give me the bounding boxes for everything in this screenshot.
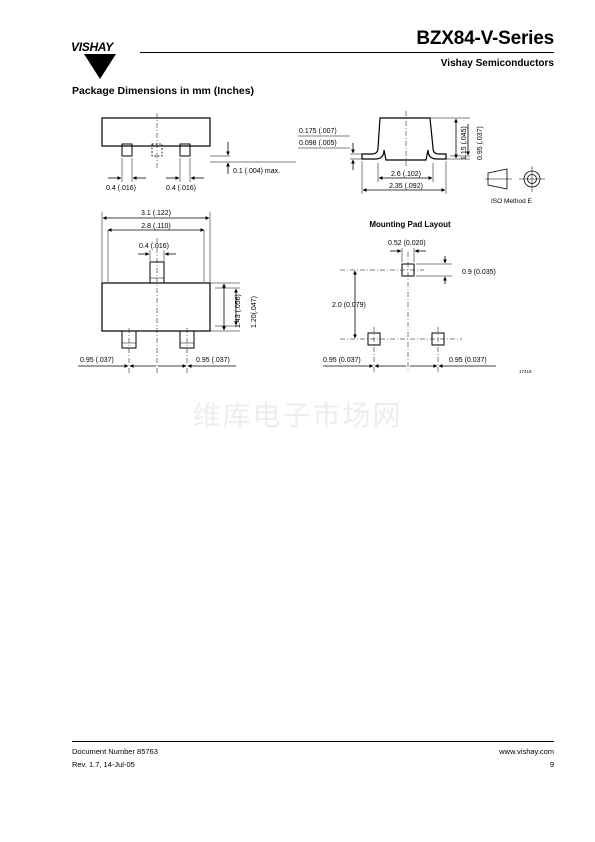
side-width-min-label: 2.35 (.092) bbox=[389, 183, 423, 190]
section-heading: Package Dimensions in mm (Inches) bbox=[72, 85, 255, 97]
bottom-pitch-left-label: 0.95 (.037) bbox=[80, 357, 114, 364]
pad-pitch-left-label: 0.95 (0.037) bbox=[323, 357, 361, 364]
body-length-max-label: 3.1 (.122) bbox=[141, 210, 171, 217]
logo-text: VISHAY bbox=[71, 40, 114, 54]
side-view bbox=[298, 111, 470, 194]
footer-rule bbox=[72, 741, 554, 742]
side-height-min-label: 0.95 (.037) bbox=[477, 126, 484, 160]
company-name: Vishay Semiconductors bbox=[440, 58, 554, 69]
body-width-min-label: 1.20(.047) bbox=[251, 296, 258, 328]
top-lead-width-left-label: 0.4 (.016) bbox=[106, 185, 136, 192]
body-length-min-label: 2.8 (.110) bbox=[141, 223, 170, 230]
body-width-max-label: 1.43 (.056) bbox=[235, 294, 242, 328]
revision-date: Rev. 1.7, 14-Jul-05 bbox=[72, 760, 135, 769]
bottom-view bbox=[78, 212, 240, 375]
side-view-body bbox=[361, 117, 447, 161]
document-number: Document Number 85763 bbox=[72, 747, 158, 756]
bottom-lead-width-label: 0.4 (.016) bbox=[139, 243, 169, 250]
document-title: BZX84-V-Series bbox=[416, 28, 554, 49]
mounting-pad-layout bbox=[323, 248, 496, 372]
row-spacing-label: 2.0 (0.079) bbox=[332, 302, 366, 309]
pad-pitch-right-label: 0.95 (0.037) bbox=[449, 357, 487, 364]
side-width-max-label: 2.6 (.102) bbox=[391, 171, 421, 178]
mounting-pad-title: Mounting Pad Layout bbox=[369, 220, 451, 229]
watermark-text: 维库电子市场网 bbox=[192, 399, 403, 432]
page-number: 9 bbox=[549, 760, 554, 769]
top-view-body bbox=[101, 117, 211, 147]
top-view bbox=[101, 113, 296, 182]
drawing-number: 17418 bbox=[519, 369, 532, 374]
bottom-view-body bbox=[101, 282, 211, 332]
iso-method-label: ISO Method E bbox=[491, 198, 532, 205]
pad-width-label: 0.52 (0.020) bbox=[388, 240, 426, 247]
header-rule bbox=[140, 52, 554, 53]
top-view-lead-right bbox=[179, 143, 191, 157]
side-lead-thickness-min-label: 0.098 (.005) bbox=[299, 140, 337, 147]
top-lead-width-right-label: 0.4 (.016) bbox=[166, 185, 196, 192]
top-view-lead-middle bbox=[151, 143, 163, 157]
website-link[interactable]: www.vishay.com bbox=[499, 747, 554, 756]
vishay-logo: VISHAY bbox=[71, 40, 116, 79]
bottom-pitch-right-label: 0.95 (.037) bbox=[196, 357, 230, 364]
pad-length-label: 0.9 (0.035) bbox=[462, 269, 496, 276]
side-height-max-label: 1.15 (.045) bbox=[461, 126, 468, 160]
logo-triangle bbox=[84, 54, 116, 79]
iso-projection-symbol bbox=[485, 166, 545, 192]
top-max-gap-label: 0.1 (.004) max. bbox=[233, 168, 280, 175]
side-lead-thickness-max-label: 0.175 (.007) bbox=[299, 128, 337, 135]
top-view-lead-left bbox=[121, 143, 133, 157]
